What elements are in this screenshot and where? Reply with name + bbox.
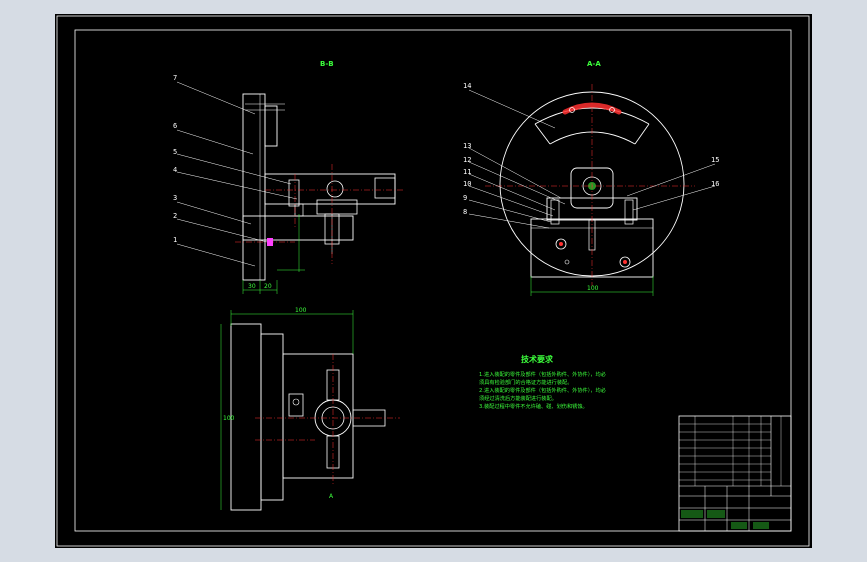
top-dim-width: 100	[295, 307, 307, 314]
title-block	[678, 415, 792, 532]
callout-4: 4	[173, 166, 177, 174]
requirement-line-2: 须具有检验部门的合格证方能进行装配。	[479, 378, 572, 386]
top-plate	[230, 323, 262, 511]
top-dim-height: 100	[223, 415, 235, 422]
sheet-outer-frame	[56, 15, 810, 547]
requirement-line-4: 须经过清洗后方能装配进行装配。	[479, 394, 557, 402]
front-dim-2: 20	[264, 283, 272, 290]
technical-requirements: 技术要求 1.进入装配的零件及部件（包括外购件、外协件），均必 须具有检验部门的…	[479, 354, 607, 410]
vertical-plate	[242, 93, 266, 281]
sheet-inner-frame	[74, 29, 792, 532]
callout-13: 13	[463, 142, 471, 150]
callout-10: 10	[463, 180, 471, 188]
side-dim-width: 100	[587, 285, 599, 292]
callout-6: 6	[173, 122, 177, 130]
side-callouts-left: 14 13 12 11 10 9 8	[463, 82, 566, 229]
side-callouts-right: 15 16	[626, 156, 719, 211]
top-view: 100 100 A	[220, 307, 400, 511]
requirement-line-3: 2.进入装配的零件及部件（包括外购件、外协件），均必	[479, 386, 607, 394]
requirement-line-5: 3.装配过程中零件不允许磕、碰、划伤和锈蚀。	[479, 402, 588, 410]
side-view: A-A 100	[463, 60, 719, 296]
title-block-frame	[678, 415, 792, 532]
callout-16: 16	[711, 180, 719, 188]
callout-15: 15	[711, 156, 719, 164]
front-callouts: 7 6 5 4 3 2 1	[173, 74, 298, 267]
side-view-title: A-A	[587, 60, 601, 68]
horizontal-arm	[264, 173, 396, 205]
callout-14: 14	[463, 82, 471, 90]
front-dim-1: 30	[248, 283, 256, 290]
callout-12: 12	[463, 156, 471, 164]
callout-2: 2	[173, 212, 177, 220]
callout-11: 11	[463, 168, 471, 176]
callout-8: 8	[463, 208, 467, 216]
cad-drawing: B-B 30 20	[56, 15, 810, 547]
pin-highlight	[267, 238, 273, 246]
front-view: B-B 30 20	[173, 60, 405, 294]
requirement-line-1: 1.进入装配的零件及部件（包括外购件、外协件），均必	[479, 370, 607, 378]
callout-1: 1	[173, 236, 177, 244]
top-view-label: A	[329, 493, 334, 500]
callout-9: 9	[463, 194, 467, 202]
callout-7: 7	[173, 74, 177, 82]
callout-3: 3	[173, 194, 177, 202]
drawing-viewport[interactable]: B-B 30 20	[55, 14, 812, 548]
base-block	[242, 215, 354, 241]
requirements-title: 技术要求	[521, 354, 554, 364]
plate-bracket	[264, 105, 278, 147]
callout-5: 5	[173, 148, 177, 156]
front-view-title: B-B	[320, 60, 334, 68]
